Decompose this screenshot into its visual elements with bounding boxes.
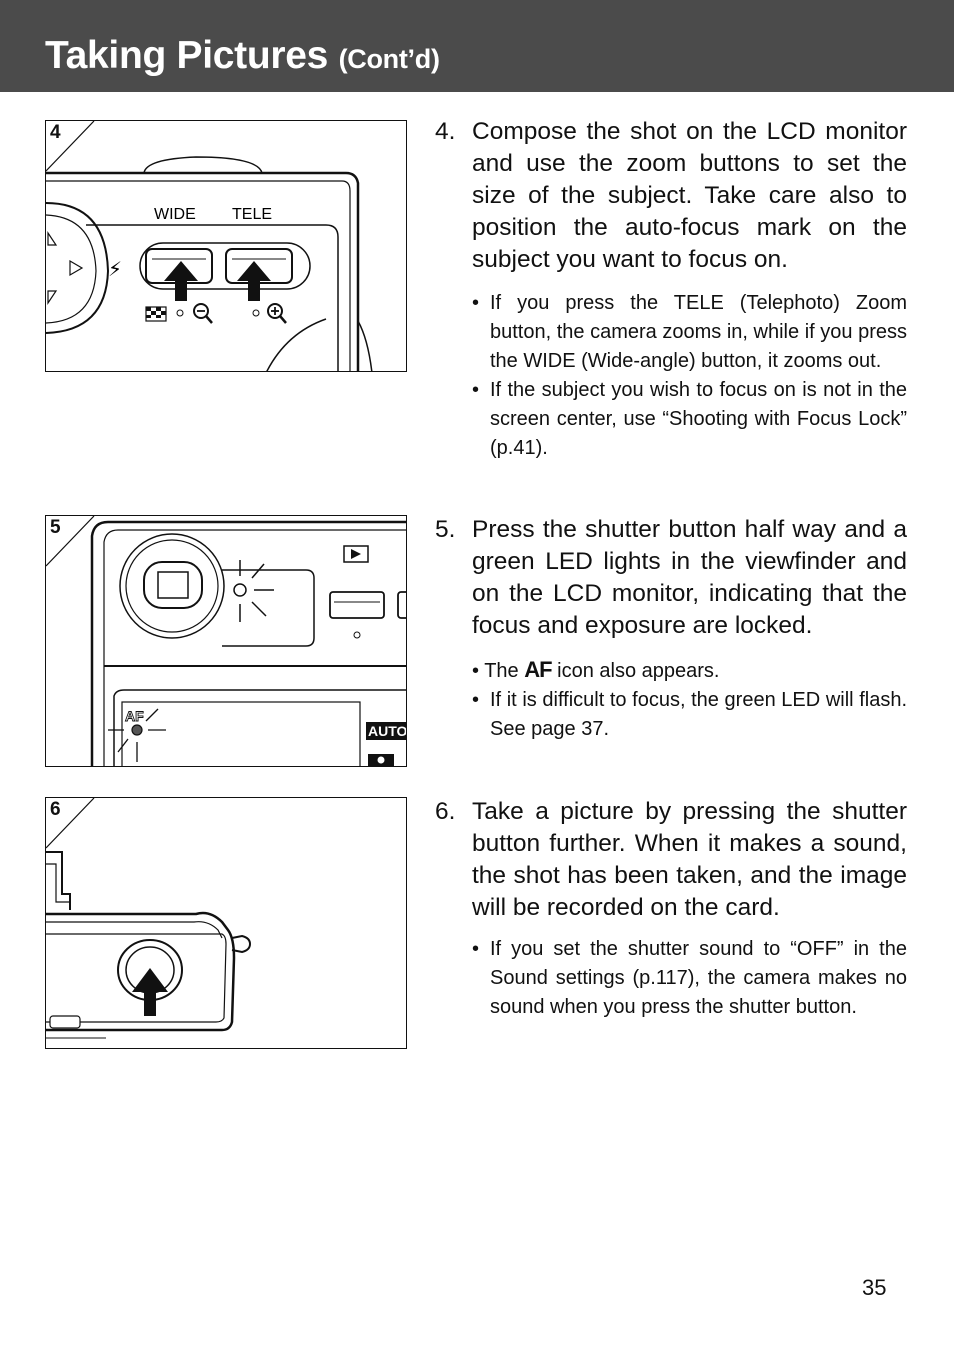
lcd-led-indicator — [131, 724, 143, 736]
step-6: 6. Take a picture by pressing the shutte… — [435, 796, 907, 924]
svg-text:AUTO: AUTO — [368, 723, 407, 739]
note-item: • The AF icon also appears. — [472, 657, 720, 682]
zoom-buttons-illustration: ⚡ WIDE TELE — [46, 121, 373, 371]
step-number: 4. — [435, 118, 456, 145]
step-number: 6. — [435, 798, 456, 825]
lcd-af-icon: AF — [125, 708, 144, 724]
page-number: 35 — [862, 1275, 887, 1300]
note-item: •If it is difficult to focus, the green … — [472, 689, 907, 740]
tele-label: TELE — [232, 206, 272, 223]
step-number: 5. — [435, 516, 456, 543]
zoom-out-icon — [193, 303, 209, 319]
figure-6-full-press: 6 — [45, 797, 407, 1049]
page-header: Taking Pictures (Cont’d) — [0, 0, 954, 92]
figure-4-zoom-buttons: ⚡ WIDE TELE 4 — [45, 120, 407, 372]
green-led-indicator — [233, 583, 247, 597]
step-text: Compose the shot on the LCD monitor and … — [472, 118, 907, 273]
auto-mode-icon — [366, 722, 406, 740]
note-item: •If the subject you wish to focus on is … — [472, 379, 907, 459]
step-6-notes: •If you set the shutter sound to “OFF” i… — [472, 935, 907, 1022]
step-text: Take a picture by pressing the shutter b… — [472, 798, 907, 921]
af-icon: AF — [524, 657, 552, 682]
note-item: •If you set the shutter sound to “OFF” i… — [472, 938, 907, 1018]
step-5: 5. Press the shutter button half way and… — [435, 514, 907, 642]
viewfinder-led-illustration: AF AUTO — [46, 516, 407, 766]
step-4-notes: •If you press the TELE (Telephoto) Zoom … — [472, 289, 907, 463]
step-5-notes: • The AF icon also appears. •If it is di… — [472, 655, 907, 744]
wide-label: WIDE — [154, 206, 196, 223]
zoom-in-icon — [267, 303, 283, 319]
press-arrow-icon — [132, 968, 168, 1016]
figure-5-half-press: AF AUTO 5 — [45, 515, 407, 767]
title-subtitle: (Cont’d) — [338, 44, 440, 74]
figure-number: 4 — [50, 122, 61, 143]
step-4: 4. Compose the shot on the LCD monitor a… — [435, 116, 907, 276]
press-arrow-icon — [164, 261, 198, 301]
svg-text:⚡: ⚡ — [108, 257, 122, 281]
title-text: Taking Pictures — [45, 34, 329, 77]
note-item: •If you press the TELE (Telephoto) Zoom … — [472, 292, 907, 372]
step-text: Press the shutter button half way and a … — [472, 516, 907, 639]
figure-number: 6 — [50, 799, 61, 820]
page-title: Taking Pictures (Cont’d) — [45, 34, 440, 81]
shutter-press-illustration — [46, 798, 252, 1039]
press-arrow-icon — [237, 261, 271, 301]
figure-number: 5 — [50, 517, 61, 538]
